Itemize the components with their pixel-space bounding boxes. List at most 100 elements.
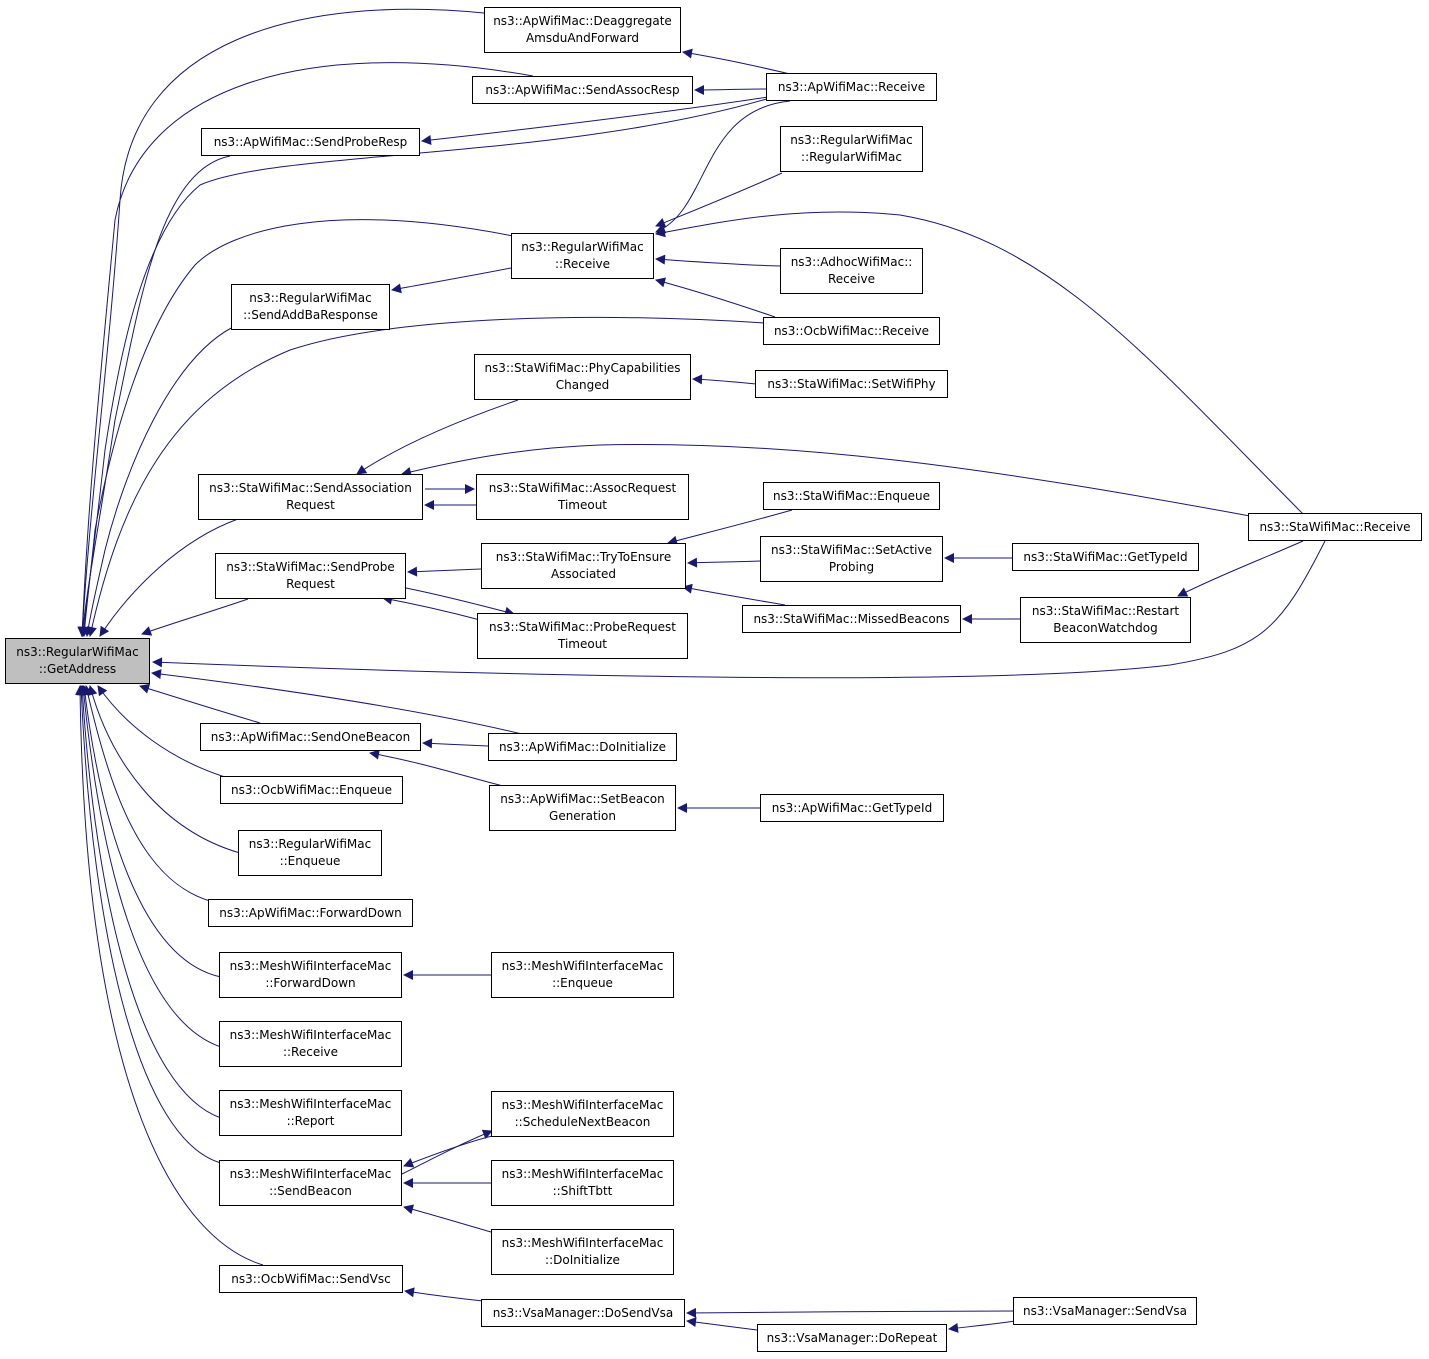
node-phycapabilities[interactable]: ns3::StaWifiMac::PhyCapabilities Changed bbox=[474, 354, 691, 400]
node-label: ::Receive bbox=[282, 1045, 339, 1059]
node-label: ns3::RegularWifiMac bbox=[790, 133, 913, 147]
node-label: ns3::MeshWifiInterfaceMac bbox=[229, 1167, 392, 1181]
node-apreceive[interactable]: ns3::ApWifiMac::Receive bbox=[766, 73, 937, 101]
node-label: ns3::StaWifiMac::PhyCapabilities bbox=[484, 361, 681, 375]
node-label: ns3::MeshWifiInterfaceMac bbox=[501, 1098, 664, 1112]
node-label: ns3::ApWifiMac::SendAssocResp bbox=[485, 82, 680, 97]
edge-apdoinitialize-to-sendonebeacon bbox=[422, 738, 489, 749]
node-proberequesttimeout[interactable]: ns3::StaWifiMac::ProbeRequest Timeout bbox=[477, 613, 688, 659]
node-setwifiphy[interactable]: ns3::StaWifiMac::SetWifiPhy bbox=[755, 370, 948, 398]
node-label: ns3::StaWifiMac::GetTypeId bbox=[1023, 549, 1188, 564]
node-regularreceive[interactable]: ns3::RegularWifiMac ::Receive bbox=[511, 233, 654, 279]
node-staenqueue[interactable]: ns3::StaWifiMac::Enqueue bbox=[763, 482, 940, 510]
node-setactiveprobing[interactable]: ns3::StaWifiMac::SetActive Probing bbox=[760, 536, 943, 582]
node-vsasendvsa[interactable]: ns3::VsaManager::SendVsa bbox=[1013, 1297, 1197, 1325]
node-label: ns3::ApWifiMac::Receive bbox=[777, 79, 926, 94]
node-meshsendbeacon[interactable]: ns3::MeshWifiInterfaceMac ::SendBeacon bbox=[219, 1160, 402, 1206]
node-getaddress[interactable]: ns3::RegularWifiMac ::GetAddress bbox=[5, 638, 150, 684]
node-vsadorepeat[interactable]: ns3::VsaManager::DoRepeat bbox=[757, 1324, 947, 1352]
node-label: ::GetAddress bbox=[38, 662, 117, 676]
edge-vsasendvsa-to-vsadosendvsa bbox=[686, 1307, 1016, 1318]
node-label: ns3::OcbWifiMac::Receive bbox=[773, 323, 930, 338]
node-meshenqueue[interactable]: ns3::MeshWifiInterfaceMac ::Enqueue bbox=[491, 952, 674, 998]
node-meshreceive[interactable]: ns3::MeshWifiInterfaceMac ::Receive bbox=[219, 1021, 402, 1067]
node-sendonebeacon[interactable]: ns3::ApWifiMac::SendOneBeacon bbox=[200, 723, 421, 751]
node-label: ::Enqueue bbox=[279, 854, 341, 868]
node-label: Timeout bbox=[557, 637, 608, 651]
node-label: ns3::OcbWifiMac::Enqueue bbox=[231, 782, 392, 797]
node-apgettypeid[interactable]: ns3::ApWifiMac::GetTypeId bbox=[760, 794, 944, 822]
node-restartbeacon[interactable]: ns3::StaWifiMac::Restart BeaconWatchdog bbox=[1020, 597, 1191, 643]
edge-apreceive-to-regularreceive bbox=[655, 100, 791, 234]
node-meshshifttbtt[interactable]: ns3::MeshWifiInterfaceMac ::ShiftTbtt bbox=[491, 1160, 674, 1206]
edge-vsadosendvsa-to-ocbsendvsc bbox=[404, 1287, 484, 1302]
node-sendassocresp[interactable]: ns3::ApWifiMac::SendAssocResp bbox=[472, 76, 693, 104]
edge-regularreceive-to-getaddress bbox=[79, 219, 514, 637]
edge-sendonebeacon-to-getaddress bbox=[139, 683, 261, 724]
node-vsadosendvsa[interactable]: ns3::VsaManager::DoSendVsa bbox=[481, 1299, 685, 1327]
edge-sendassociation-to-getaddress bbox=[99, 518, 239, 637]
edge-proberequesttimeout-to-sendproberequest bbox=[382, 594, 481, 621]
node-label: ::Receive bbox=[554, 257, 611, 271]
node-adhocreceive[interactable]: ns3::AdhocWifiMac:: Receive bbox=[780, 248, 923, 294]
node-label: ns3::StaWifiMac::SendProbe bbox=[226, 560, 395, 574]
edge-stareceive-to-restartbeacon bbox=[1177, 540, 1304, 597]
node-label: Associated bbox=[550, 567, 617, 581]
edge-apreceive-to-sendproberesp bbox=[421, 96, 769, 145]
node-label: ::DoInitialize bbox=[545, 1253, 620, 1267]
node-regularenqueue[interactable]: ns3::RegularWifiMac ::Enqueue bbox=[238, 830, 382, 876]
edge-meshschedulenextbeacon-to-meshsendbeacon bbox=[403, 1135, 493, 1168]
node-label: ns3::VsaManager::DoSendVsa bbox=[492, 1305, 674, 1320]
node-label: ns3::RegularWifiMac bbox=[249, 291, 372, 305]
node-meshforwarddown[interactable]: ns3::MeshWifiInterfaceMac ::ForwardDown bbox=[219, 952, 402, 998]
node-apdoinitialize[interactable]: ns3::ApWifiMac::DoInitialize bbox=[488, 733, 677, 761]
node-label: ::Enqueue bbox=[552, 976, 613, 990]
edge-ocbreceive-to-getaddress bbox=[87, 316, 766, 637]
node-regularwifimac-ctor[interactable]: ns3::RegularWifiMac ::RegularWifiMac bbox=[780, 126, 923, 172]
edge-ocbsendvsc-to-getaddress bbox=[75, 685, 264, 1266]
edge-trytoensure-to-sendproberequest bbox=[407, 566, 482, 577]
node-setbeacongeneration[interactable]: ns3::ApWifiMac::SetBeacon Generation bbox=[489, 785, 676, 831]
node-meshdoinitialize[interactable]: ns3::MeshWifiInterfaceMac ::DoInitialize bbox=[491, 1229, 674, 1275]
node-label: ::ForwardDown bbox=[265, 976, 356, 990]
edge-regularwifimac-to-regularreceive bbox=[655, 172, 783, 228]
node-label: ::Report bbox=[286, 1114, 335, 1128]
node-label: ns3::StaWifiMac::Enqueue bbox=[773, 488, 930, 503]
node-label: ::RegularWifiMac bbox=[801, 150, 902, 164]
edge-ocbenqueue-to-getaddress bbox=[97, 685, 229, 779]
node-label: ns3::MeshWifiInterfaceMac bbox=[229, 1028, 392, 1042]
node-label: ns3::RegularWifiMac bbox=[16, 645, 139, 659]
node-apforwarddown[interactable]: ns3::ApWifiMac::ForwardDown bbox=[208, 899, 413, 927]
edge-staenqueue-to-trytoensure bbox=[667, 509, 793, 546]
edge-ocbreceive-to-regularreceive bbox=[655, 277, 776, 318]
node-label: ns3::AdhocWifiMac:: bbox=[790, 255, 913, 269]
node-meshschedulenextbeacon[interactable]: ns3::MeshWifiInterfaceMac ::ScheduleNext… bbox=[491, 1091, 674, 1137]
node-meshreport[interactable]: ns3::MeshWifiInterfaceMac ::Report bbox=[219, 1090, 402, 1136]
node-sendproberequest[interactable]: ns3::StaWifiMac::SendProbe Request bbox=[215, 553, 406, 599]
node-stagettypeid[interactable]: ns3::StaWifiMac::GetTypeId bbox=[1012, 543, 1199, 571]
node-stareceive[interactable]: ns3::StaWifiMac::Receive bbox=[1248, 513, 1422, 541]
edge-regularenqueue-to-getaddress bbox=[87, 685, 241, 854]
edge-stareceive-to-getaddress bbox=[152, 540, 1326, 679]
node-missedbeacons[interactable]: ns3::StaWifiMac::MissedBeacons bbox=[742, 605, 961, 633]
node-label: ns3::StaWifiMac::SetActive bbox=[771, 543, 932, 557]
node-sendproberesp[interactable]: ns3::ApWifiMac::SendProbeResp bbox=[201, 128, 420, 156]
edge-apdoinitialize-to-getaddress bbox=[151, 669, 523, 735]
node-label: ns3::StaWifiMac::SetWifiPhy bbox=[767, 376, 936, 391]
node-deaggregate[interactable]: ns3::ApWifiMac::Deaggregate AmsduAndForw… bbox=[484, 7, 681, 53]
node-ocbreceive[interactable]: ns3::OcbWifiMac::Receive bbox=[763, 317, 940, 345]
edge-sendaddbaresponse-to-getaddress bbox=[83, 326, 234, 637]
node-ocbenqueue[interactable]: ns3::OcbWifiMac::Enqueue bbox=[220, 776, 403, 804]
edge-setwifiphy-to-phycapabilities bbox=[692, 374, 758, 385]
edge-apreceive-to-sendassocresp bbox=[694, 84, 767, 95]
node-label: ns3::VsaManager::DoRepeat bbox=[766, 1330, 938, 1345]
node-trytoensure[interactable]: ns3::StaWifiMac::TryToEnsure Associated bbox=[481, 543, 686, 589]
node-assocrequesttimeout[interactable]: ns3::StaWifiMac::AssocRequest Timeout bbox=[476, 474, 689, 520]
node-sendassociation[interactable]: ns3::StaWifiMac::SendAssociation Request bbox=[198, 474, 423, 520]
node-label: ns3::StaWifiMac::Receive bbox=[1259, 519, 1411, 534]
node-sendaddbaresponse[interactable]: ns3::RegularWifiMac ::SendAddBaResponse bbox=[231, 284, 390, 330]
node-label: ns3::MeshWifiInterfaceMac bbox=[501, 1236, 664, 1250]
node-label: ns3::ApWifiMac::SetBeacon bbox=[500, 792, 665, 806]
edge-apforwarddown-to-getaddress bbox=[83, 685, 211, 902]
node-ocbsendvsc[interactable]: ns3::OcbWifiMac::SendVsc bbox=[219, 1265, 403, 1293]
